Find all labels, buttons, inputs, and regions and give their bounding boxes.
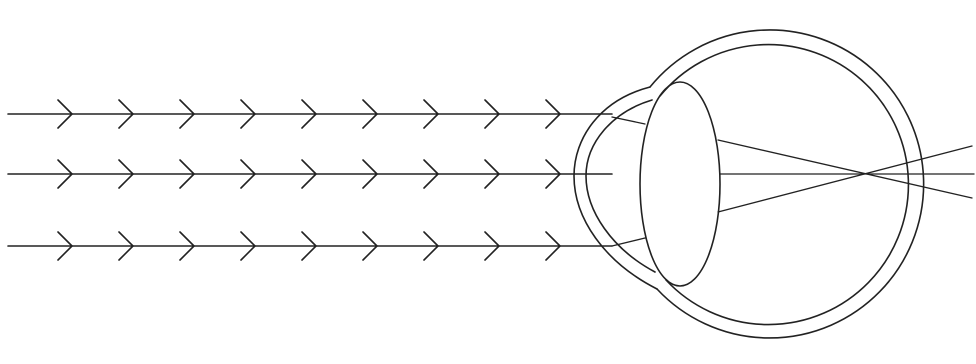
internal-ray-top	[718, 140, 972, 198]
lens	[640, 82, 720, 286]
internal-ray-bottom	[718, 146, 972, 212]
incoming-rays	[8, 100, 612, 260]
internal-rays	[718, 140, 974, 212]
refracted-ray-bottom-cornea	[612, 238, 645, 246]
refracted-ray-top-cornea	[612, 117, 645, 124]
eyeball	[650, 30, 924, 338]
eyeball-outer-wall	[650, 30, 924, 338]
eyeball-inner-wall	[660, 45, 908, 325]
